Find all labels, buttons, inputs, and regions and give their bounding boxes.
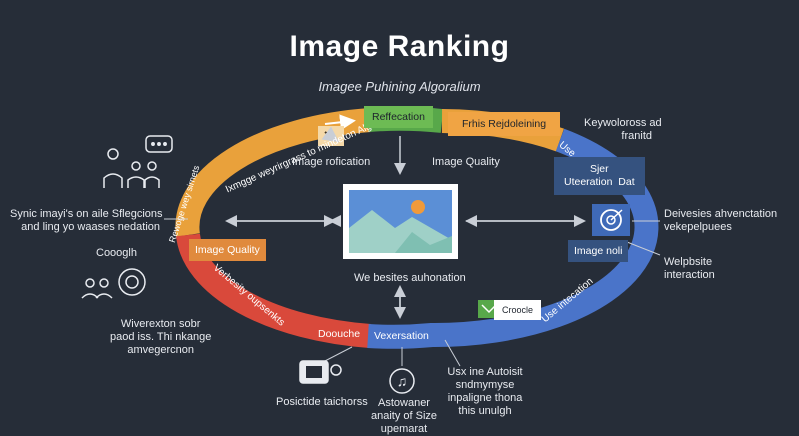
posictide-label: Posictide taichorss	[276, 396, 368, 408]
coogh-label: Coooglh	[96, 247, 137, 259]
image-quality-center-label: Image Quality	[432, 156, 500, 168]
arrow-icon	[324, 114, 356, 131]
frhis-box: Frhis Rejdoleining	[448, 112, 561, 136]
image-rofication-label: Image rofication	[292, 156, 371, 168]
svg-text:♫: ♫	[397, 373, 408, 389]
image-noli-box: Image noli	[568, 240, 629, 262]
deivesies-label: Deivesies ahvenctation vekepelpuees	[664, 208, 778, 233]
page-subtitle: Imagee Puhining Algoralium	[318, 79, 481, 94]
astowaner-label: Astowaner anaity of Size upemarat	[370, 397, 438, 435]
music-note-icon: ♫	[389, 368, 415, 394]
target-icon	[592, 204, 630, 236]
doouche-box: Doouche	[318, 328, 361, 340]
welpbsite-label: Welpbsite interaction	[664, 256, 715, 281]
media-gear-icon	[299, 360, 342, 384]
orange-arc	[175, 108, 371, 237]
arrow-icon	[318, 126, 344, 146]
vexersation-box: Vexersation	[374, 330, 429, 342]
wiverexton-label: Wiverexton sobr paod iss. Thi nkange amv…	[110, 318, 212, 356]
croocle-box: Croocle	[494, 300, 542, 320]
usxine-label: Usx ine Autoisit sndmymyse inpaligne tho…	[447, 366, 523, 417]
image-quality-box: Image Quality	[189, 239, 266, 261]
reffecation-box: Reffecation	[364, 106, 433, 128]
gear-people-icon	[81, 268, 146, 299]
websites-label: We besites auhonation	[354, 272, 466, 284]
keywoross-label: Keywoloross ad franitd	[584, 117, 662, 142]
synic-label: Synic imayi's on aile Sflegcions and lin…	[10, 208, 163, 233]
people-chat-icon	[103, 135, 173, 188]
sjer-box: Sjer Uteeration Dat	[554, 157, 645, 195]
blue-bottom-arc	[367, 323, 434, 349]
image-icon	[343, 184, 458, 259]
page-title: Image Ranking	[289, 30, 510, 63]
